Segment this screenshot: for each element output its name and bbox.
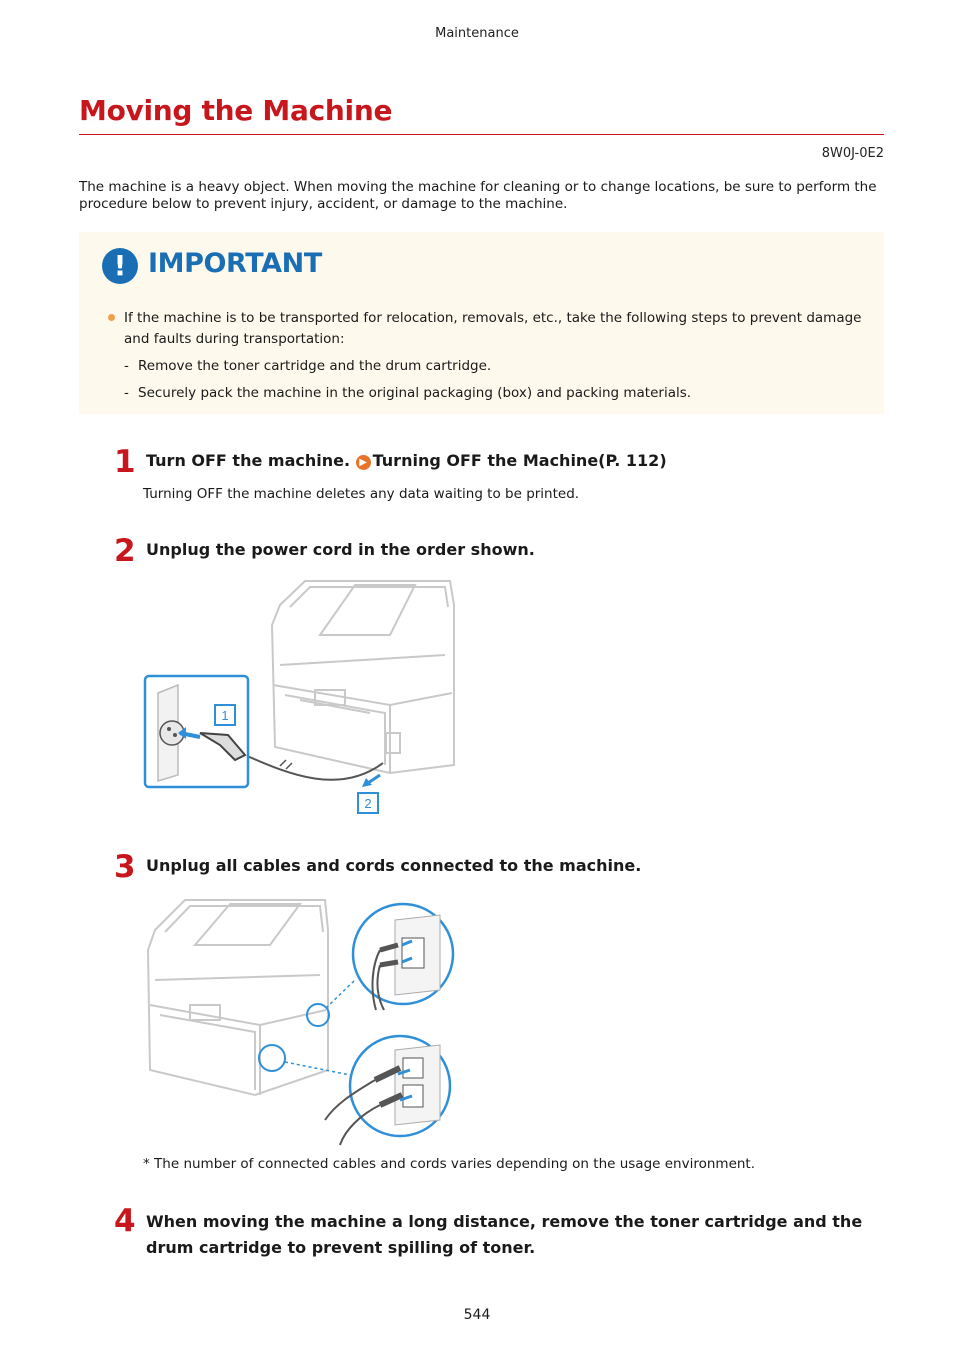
step-text: Turn OFF the machine. ▶Turning OFF the M… [146, 451, 667, 470]
figure-label-2: 2 [364, 796, 371, 811]
footnote: * The number of connected cables and cor… [143, 1156, 756, 1172]
sub-item-text: Securely pack the machine in the origina… [138, 385, 692, 401]
step-number: 2 [114, 533, 136, 569]
important-sub-item: -Securely pack the machine in the origin… [124, 385, 692, 401]
important-label: IMPORTANT [148, 248, 322, 279]
document-id: 8W0J-0E2 [821, 146, 884, 161]
page-title: Moving the Machine [79, 94, 393, 127]
important-sub-item: -Remove the toner cartridge and the drum… [124, 358, 492, 374]
running-header: Maintenance [435, 26, 519, 41]
important-text: If the machine is to be transported for … [124, 310, 862, 347]
sub-item-text: Remove the toner cartridge and the drum … [138, 358, 492, 374]
step-description: Turning OFF the machine deletes any data… [143, 486, 580, 502]
bullet-icon [108, 314, 115, 321]
intro-paragraph: The machine is a heavy object. When movi… [79, 179, 877, 212]
important-box [79, 232, 884, 414]
page-number: 544 [463, 1307, 491, 1323]
figure-label-1: 1 [221, 708, 228, 723]
turning-off-link[interactable]: Turning OFF the Machine(P. 112) [372, 451, 667, 470]
step-text: When moving the machine a long distance,… [146, 1212, 863, 1257]
step-number: 3 [114, 849, 136, 885]
step-text: Unplug all cables and cords connected to… [146, 856, 642, 875]
link-arrow-icon: ▶ [355, 455, 371, 470]
exclamation-icon: ! [102, 248, 138, 284]
unplug-cables-figure [146, 899, 455, 1146]
step-text: Unplug the power cord in the order shown… [146, 540, 535, 559]
step-number: 1 [114, 444, 136, 480]
title-rule [79, 134, 884, 135]
unplug-power-cord-figure: 1 2 [143, 580, 455, 814]
step-1-text: Turn OFF the machine. [146, 451, 351, 470]
step-number: 4 [114, 1203, 136, 1239]
